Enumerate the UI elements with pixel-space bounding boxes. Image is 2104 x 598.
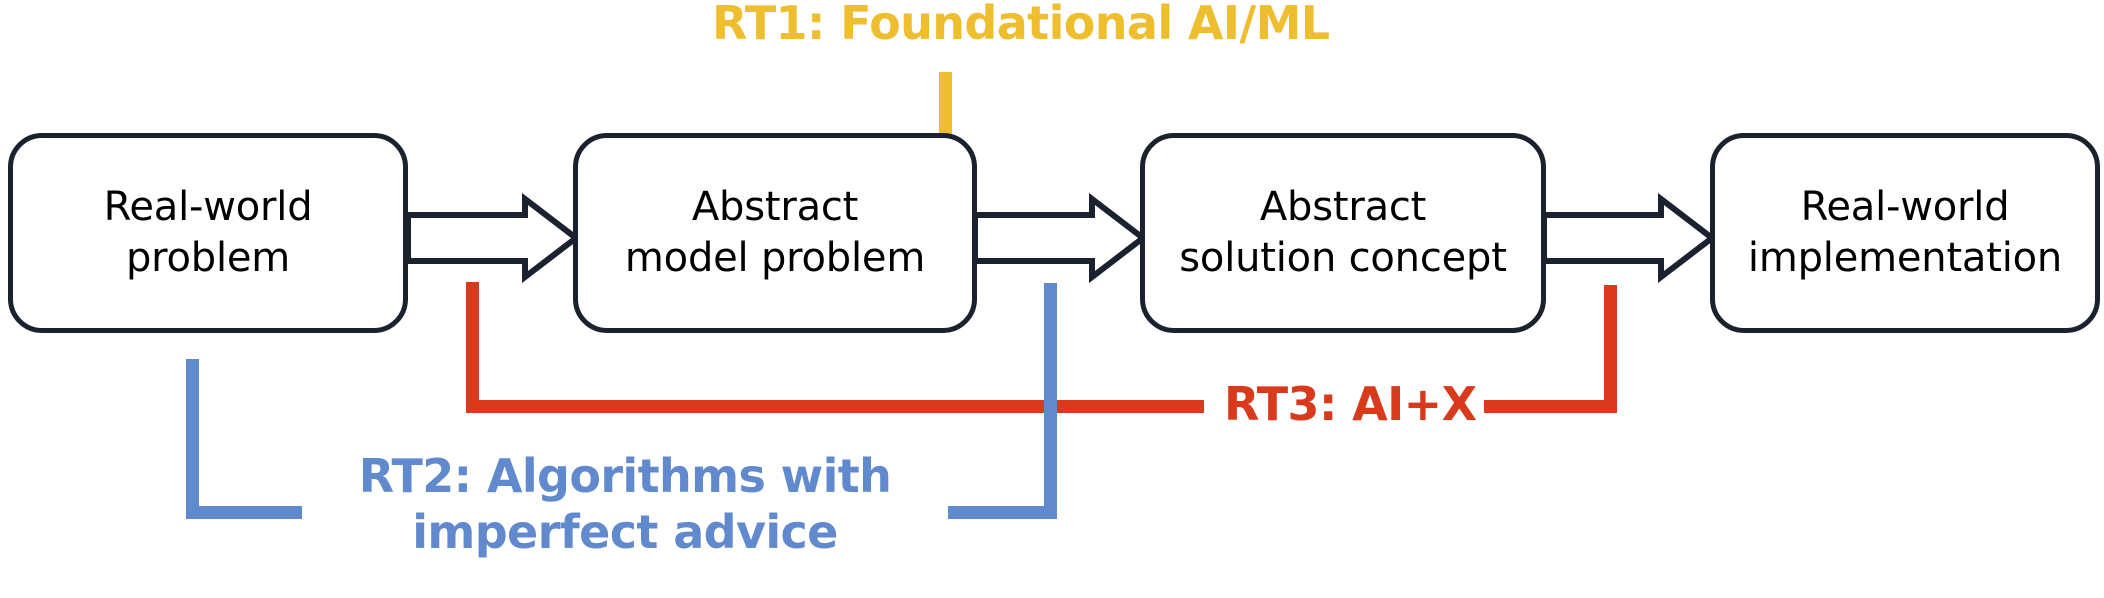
rt2-bracket-right-riser — [1044, 283, 1057, 519]
box-abstract-solution-concept[interactable]: Abstract solution concept — [1140, 133, 1546, 333]
arrow-3-4-icon — [1541, 193, 1716, 283]
box-real-world-problem[interactable]: Real-world problem — [8, 133, 408, 333]
arrow-2-3-icon — [972, 193, 1147, 283]
rt2-bracket-bottom-right — [948, 506, 1057, 519]
box-label: Real-world problem — [103, 183, 313, 281]
rt3-bracket-right-riser — [1604, 285, 1617, 413]
rt3-bracket-left-riser — [466, 282, 479, 413]
box-label: Abstract model problem — [624, 183, 926, 281]
rt2-bracket-bottom-left — [186, 506, 302, 519]
box-abstract-model-problem[interactable]: Abstract model problem — [573, 133, 977, 333]
rt2-label: RT2: Algorithms with imperfect advice — [358, 449, 892, 560]
rt1-label: RT1: Foundational AI/ML — [712, 0, 1330, 50]
box-real-world-implementation[interactable]: Real-world implementation — [1710, 133, 2100, 333]
box-label: Real-world implementation — [1747, 183, 2063, 281]
box-label: Abstract solution concept — [1179, 183, 1507, 281]
rt3-bracket-bottom-right — [1484, 400, 1617, 413]
rt3-label: RT3: AI+X — [1224, 377, 1477, 431]
rt2-bracket-left-riser — [186, 359, 199, 519]
arrow-1-2-icon — [405, 193, 580, 283]
rt3-bracket-bottom-left — [466, 400, 1204, 413]
